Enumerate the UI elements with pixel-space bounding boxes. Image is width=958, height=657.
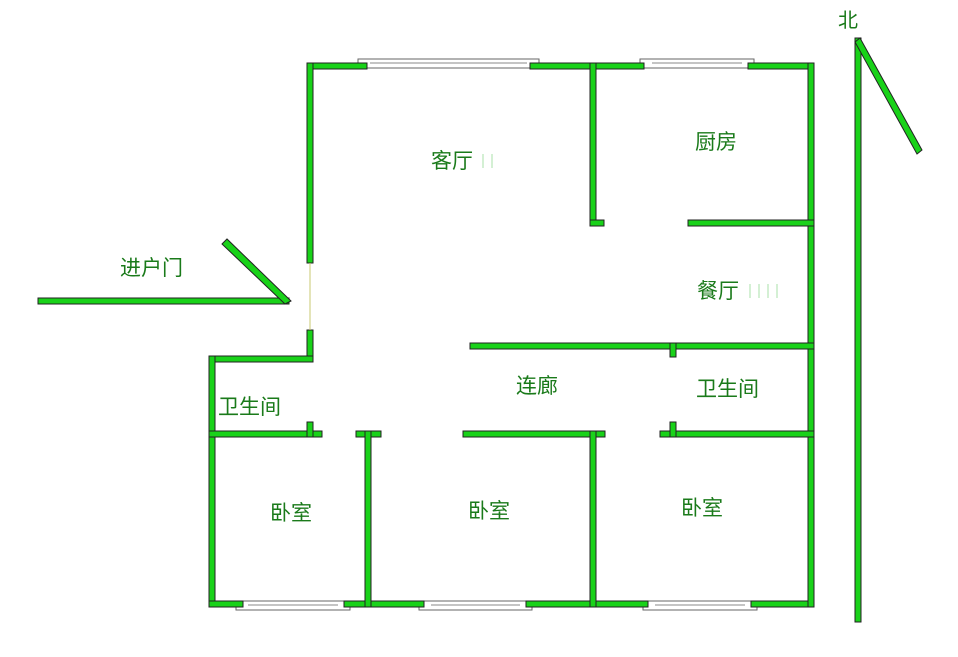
window-bedroom-east bbox=[642, 600, 758, 611]
wall-west-upper bbox=[306, 62, 314, 264]
label-living-room: 客厅 bbox=[431, 149, 473, 173]
wall-bedroom-divider-2 bbox=[589, 430, 597, 608]
label-tick-marks bbox=[482, 154, 778, 298]
label-kitchen: 厨房 bbox=[695, 130, 737, 154]
wall-north-c bbox=[747, 62, 815, 70]
wall-bath-east-stub bbox=[669, 342, 677, 358]
entrance-arrow bbox=[37, 238, 292, 305]
window-bedroom-middle bbox=[418, 600, 533, 611]
wall-kitchen-west-stub bbox=[589, 219, 605, 227]
wall-step bbox=[208, 355, 314, 363]
wall-kitchen-west bbox=[589, 62, 597, 227]
wall-east bbox=[807, 62, 815, 608]
window-living-room bbox=[357, 58, 540, 69]
wall-north-b bbox=[529, 62, 645, 70]
wall-corridor-north bbox=[469, 342, 815, 350]
label-bedroom-west: 卧室 bbox=[270, 501, 312, 525]
wall-north-a bbox=[306, 62, 368, 70]
north-arrow bbox=[854, 37, 923, 623]
label-entrance: 进户门 bbox=[120, 256, 183, 280]
wall-bath-west-stub bbox=[306, 421, 314, 438]
exterior-walls bbox=[208, 62, 815, 608]
wall-bedroom-middle-north bbox=[462, 430, 606, 438]
wall-south-c bbox=[525, 600, 649, 608]
wall-kitchen-south bbox=[687, 219, 815, 227]
wall-bath-east-south bbox=[659, 430, 815, 438]
label-bedroom-east: 卧室 bbox=[681, 496, 723, 520]
window-bedroom-west bbox=[235, 600, 351, 611]
label-bathroom-west: 卫生间 bbox=[218, 395, 281, 419]
label-corridor: 连廊 bbox=[516, 374, 558, 398]
wall-south-b bbox=[343, 600, 425, 608]
wall-bath-west-south bbox=[208, 430, 323, 438]
wall-bath-east-south-stub bbox=[669, 421, 677, 438]
wall-bedroom-divider-1 bbox=[364, 430, 372, 608]
label-bathroom-east: 卫生间 bbox=[696, 377, 759, 401]
label-dining-room: 餐厅 bbox=[697, 279, 739, 303]
label-north: 北 bbox=[838, 8, 858, 32]
label-bedroom-middle: 卧室 bbox=[468, 499, 510, 523]
wall-south-a bbox=[208, 600, 244, 608]
window-kitchen bbox=[639, 58, 755, 69]
wall-west-lower bbox=[208, 355, 216, 608]
interior-walls bbox=[208, 62, 815, 608]
wall-south-d bbox=[750, 600, 815, 608]
